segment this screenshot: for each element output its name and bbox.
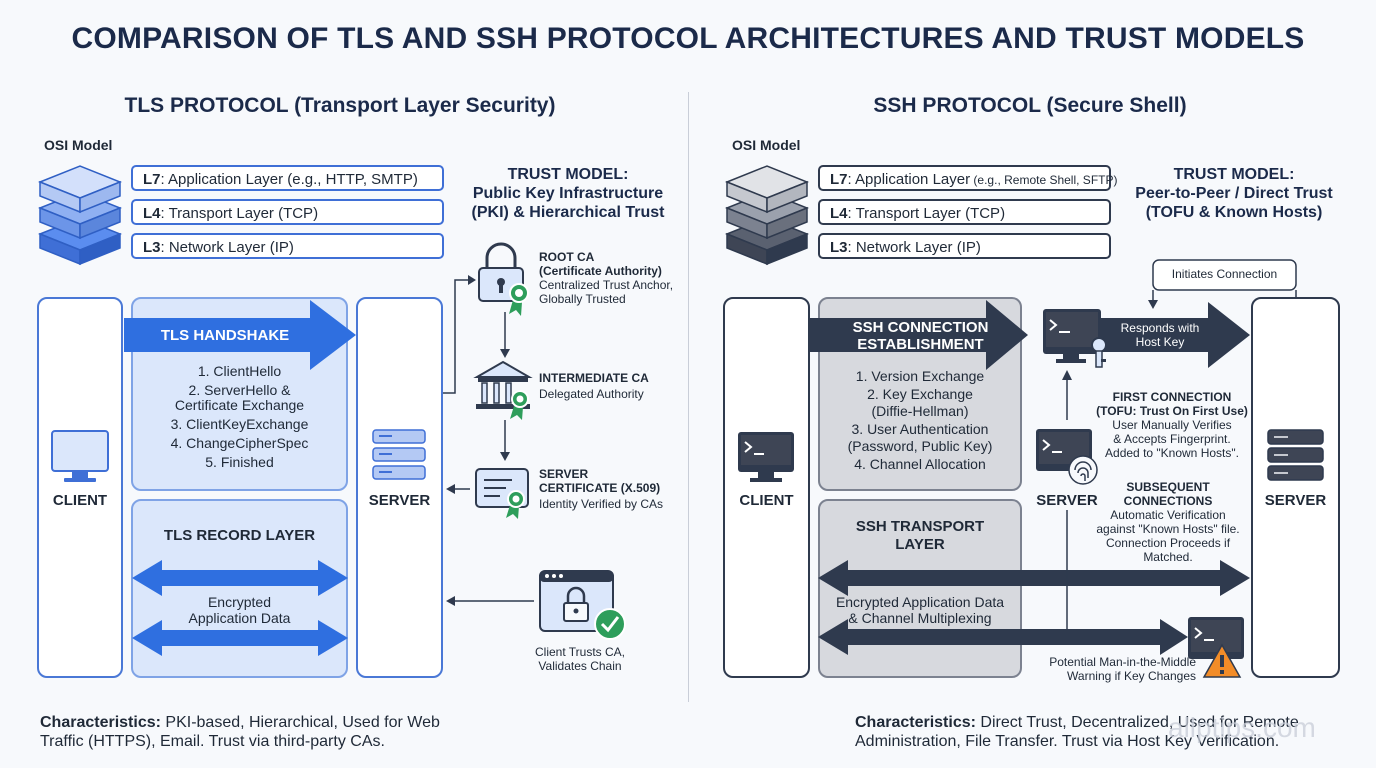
mitm-warning-text: Potential Man-in-the-Middle Warning if K… [1049, 655, 1196, 683]
ssh-trust-model: TRUST MODEL: Peer-to-Peer / Direct Trust… [1135, 166, 1333, 221]
ssh-layer-l3: L3: Network Layer (IP) [818, 233, 1111, 259]
ssh-connection-label: SSH CONNECTION ESTABLISHMENT [852, 319, 989, 353]
ssh-server-mid-label: SERVER [1036, 492, 1098, 509]
mitm-terminal-icon [1188, 617, 1244, 659]
tls-client-column [37, 297, 123, 678]
intermediate-ca-text: INTERMEDIATE CA Delegated Authority [539, 371, 649, 401]
root-ca-text: ROOT CA (Certificate Authority) Centrali… [539, 250, 674, 306]
ssh-server-column [1251, 297, 1340, 678]
tls-layer-l7: L7: Application Layer (e.g., HTTP, SMTP) [131, 165, 444, 191]
intermediate-ca-badge-icon [510, 390, 529, 420]
ssh-responding-terminal-icon [1043, 309, 1101, 363]
tls-record-panel [131, 499, 348, 678]
tls-record-label: TLS RECORD LAYER [163, 527, 316, 544]
tls-osi-label: OSI Model [44, 137, 113, 153]
first-connection-text: FIRST CONNECTION (TOFU: Trust On First U… [1096, 390, 1248, 460]
tls-layer-l3: L3: Network Layer (IP) [131, 233, 444, 259]
ssh-osi-label: OSI Model [732, 137, 801, 153]
tls-server-label: SERVER [368, 492, 431, 509]
page-title: COMPARISON OF TLS AND SSH PROTOCOL ARCHI… [71, 22, 1305, 55]
tls-record-data: Encrypted Application Data [188, 594, 291, 626]
tls-handshake-steps: 1. ClientHello 2. ServerHello & Certific… [170, 363, 309, 470]
ssh-layer-l4: L4: Transport Layer (TCP) [818, 199, 1111, 225]
ssh-client-label: CLIENT [739, 492, 794, 509]
check-icon [594, 608, 626, 640]
key-icon [1091, 337, 1107, 368]
root-ca-badge-icon [509, 283, 529, 316]
tls-heading: TLS PROTOCOL (Transport Layer Security) [124, 94, 556, 117]
warning-icon [1202, 643, 1242, 678]
ssh-layer-l7: L7: Application Layer (e.g., Remote Shel… [818, 165, 1117, 191]
intermediate-ca-building-icon [473, 360, 533, 409]
tls-server-column [356, 297, 443, 678]
server-certificate-badge-icon [506, 490, 525, 519]
browser-lock-icon [539, 570, 614, 632]
server-cert-text: SERVER CERTIFICATE (X.509) Identity Veri… [539, 467, 664, 511]
ssh-characteristics: Characteristics: Direct Trust, Decentral… [855, 714, 1299, 750]
tls-trust-model: TRUST MODEL: Public Key Infrastructure (… [471, 166, 665, 221]
ssh-transport-data: Encrypted Application Data & Channel Mul… [835, 594, 1005, 626]
tls-handshake-label: TLS HANDSHAKE [160, 327, 290, 344]
initiates-connection-label: Initiates Connection [1171, 267, 1278, 281]
subsequent-connections-text: SUBSEQUENT CONNECTIONS Automatic Verific… [1096, 480, 1240, 564]
section-divider [688, 92, 689, 702]
tls-layer-l4: L4: Transport Layer (TCP) [131, 199, 444, 225]
ssh-connection-steps: 1. Version Exchange 2. Key Exchange (Dif… [847, 368, 993, 472]
tls-characteristics: Characteristics: PKI-based, Hierarchical… [40, 714, 440, 750]
ssh-client-column [723, 297, 810, 678]
ssh-server-label: SERVER [1264, 492, 1327, 509]
client-trusts-text: Client Trusts CA, Validates Chain [534, 645, 626, 673]
root-ca-lock-icon [478, 242, 524, 302]
ssh-transport-label: SSH TRANSPORT LAYER [855, 518, 985, 553]
server-certificate-icon [475, 468, 529, 508]
ssh-heading: SSH PROTOCOL (Secure Shell) [873, 94, 1187, 117]
tls-client-label: CLIENT [52, 492, 108, 509]
watermark: allptips.com [1168, 712, 1316, 743]
responds-label: Responds with Host Key [1120, 321, 1200, 349]
